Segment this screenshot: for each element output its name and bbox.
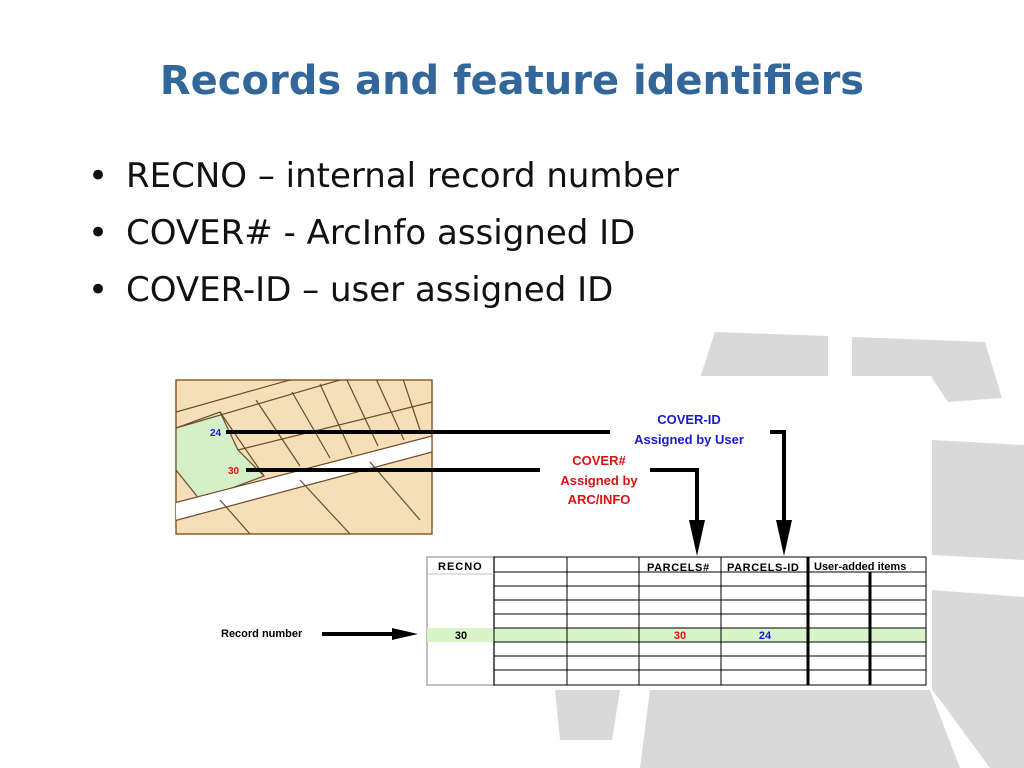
parcel-line [375,380,405,441]
header-recno: RECNO [438,561,483,573]
parcel-line [219,499,251,534]
cover-hash-sublabel: ARC/INFO [568,492,631,507]
bullet-text: COVER# - ArcInfo assigned ID [126,213,636,253]
bullet-text: COVER-ID – user assigned ID [126,270,614,310]
header-parcels-id: PARCELS-ID [727,562,799,574]
cover-hash-label: COVER# [572,453,626,468]
cover-id-arrow [776,520,792,556]
cell-parcels-id-24: 24 [759,630,772,642]
cover-hash-leader [650,468,699,524]
bullet-item: • COVER-ID – user assigned ID [88,262,679,319]
bullet-item: • RECNO – internal record number [88,148,679,205]
map-label-30: 30 [228,466,240,477]
table-grid-frame [493,556,927,686]
cover-id-sublabel: Assigned by User [634,432,744,447]
bullet-dot: • [88,156,109,196]
deco-shape [932,440,1024,560]
parcel-line [237,401,432,451]
parcel-map: 24 30 [175,379,433,535]
highlight-row [427,628,926,642]
cover-hash-arrow [689,520,705,556]
attribute-table: RECNO PARCELS# PARCELS-ID User-added ite… [426,556,927,686]
header-user-added: User-added items [814,561,906,573]
parcel-line [291,391,331,459]
bullet-text: RECNO – internal record number [126,156,680,196]
parcel-line [402,380,421,431]
parcel-line [299,479,351,534]
parcel-line [176,380,342,429]
deco-shape [700,332,828,378]
road [176,435,432,522]
cover-hash-sublabel: Assigned by [560,473,638,488]
parcel-line [346,380,379,447]
deco-shape [555,690,620,740]
cover-id-leader [770,430,786,524]
deco-shape [932,590,1024,768]
cell-recno-30: 30 [455,630,467,642]
slide-title: Records and feature identifiers [159,58,865,104]
record-number-label: Record number [221,628,303,640]
bullet-item: • COVER# - ArcInfo assigned ID [88,205,679,262]
deco-shape [852,337,1002,402]
recno-column [426,556,495,686]
bullet-list: • RECNO – internal record number • COVER# … [88,148,679,319]
header-parcels-hash: PARCELS# [647,562,710,574]
parcel-line [319,383,353,455]
deco-shape [640,690,960,768]
record-number-arrow [392,628,418,640]
bullet-dot: • [88,213,109,253]
parcel-line [219,411,265,477]
parcel-line [176,380,292,413]
cell-parcels-hash-30: 30 [674,630,686,642]
map-label-24: 24 [210,428,222,439]
bullet-dot: • [88,270,109,310]
cover-id-label: COVER-ID [657,412,721,427]
